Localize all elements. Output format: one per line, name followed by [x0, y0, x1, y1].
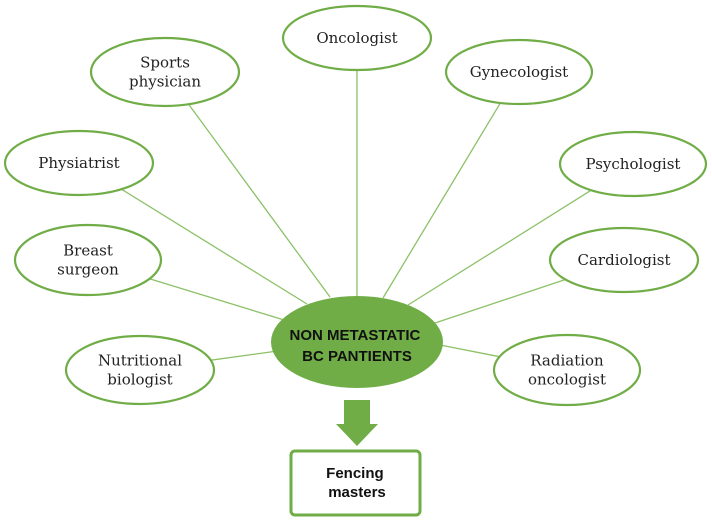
ellipse-sports-physician: [89, 36, 241, 108]
connector-physiatrist: [121, 188, 308, 305]
label-sports-physician-line-2: physician: [129, 73, 201, 91]
node-oncologist: Oncologist: [281, 4, 433, 72]
specialist-nodes: OncologistGynecologistPsychologistCardio…: [3, 4, 708, 407]
label-physiatrist-line-1: Physiatrist: [38, 154, 119, 172]
result-label-line-1: Fencing: [326, 465, 384, 482]
result-label: Fencing masters: [326, 465, 388, 501]
connector-psychologist: [407, 189, 592, 306]
label-breast-surgeon-line-2: surgeon: [57, 261, 119, 279]
label-physiatrist: Physiatrist: [38, 154, 119, 172]
label-nutritional-biologist-line-1: Nutritional: [98, 352, 182, 370]
result-label-line-2: masters: [328, 484, 386, 501]
connector-gynecologist: [382, 102, 501, 299]
ellipse-gynecologist: [444, 38, 594, 106]
down-arrow-shape: [336, 400, 378, 446]
ellipse-psychologist: [558, 130, 708, 198]
label-breast-surgeon-line-1: Breast: [63, 242, 113, 260]
connector-radiation-oncologist: [439, 344, 500, 358]
node-psychologist: Psychologist: [558, 130, 708, 198]
ellipse-radiation-oncologist: [492, 333, 642, 407]
center-label-line-1: NON METASTATIC: [290, 327, 421, 344]
label-gynecologist-line-1: Gynecologist: [470, 63, 568, 81]
connector-breast-surgeon: [149, 278, 295, 324]
ellipse-physiatrist: [3, 129, 155, 197]
ellipse-oncologist: [281, 4, 433, 72]
center-node: NON METASTATIC BC PANTIENTS: [271, 296, 443, 388]
connector-lines: [121, 70, 592, 361]
center-label: NON METASTATIC BC PANTIENTS: [290, 327, 425, 365]
node-gynecologist: Gynecologist: [444, 38, 594, 106]
result-box: Fencing masters: [289, 449, 422, 517]
label-radiation-oncologist-line-1: Radiation: [530, 352, 604, 370]
ellipse-breast-surgeon: [13, 223, 163, 297]
label-oncologist-line-1: Oncologist: [316, 29, 397, 47]
label-sports-physician-line-1: Sports: [140, 54, 190, 72]
label-cardiologist: Cardiologist: [578, 251, 671, 269]
connector-nutritional-biologist: [210, 349, 286, 361]
center-label-line-2: BC PANTIENTS: [302, 348, 412, 365]
label-gynecologist: Gynecologist: [470, 63, 568, 81]
connector-sports-physician: [188, 103, 331, 298]
node-cardiologist: Cardiologist: [548, 226, 700, 294]
label-radiation-oncologist-line-2: oncologist: [528, 371, 606, 389]
label-cardiologist-line-1: Cardiologist: [578, 251, 671, 269]
label-nutritional-biologist-line-2: biologist: [107, 371, 172, 389]
label-psychologist-line-1: Psychologist: [586, 155, 681, 173]
ellipse-cardiologist: [548, 226, 700, 294]
connector-cardiologist: [431, 278, 566, 325]
label-oncologist: Oncologist: [316, 29, 397, 47]
node-physiatrist: Physiatrist: [3, 129, 155, 197]
label-psychologist: Psychologist: [586, 155, 681, 173]
ellipse-nutritional-biologist: [64, 334, 216, 406]
result-rect: [289, 449, 422, 517]
center-ellipse: [271, 296, 443, 388]
down-arrow-icon: [336, 400, 378, 446]
